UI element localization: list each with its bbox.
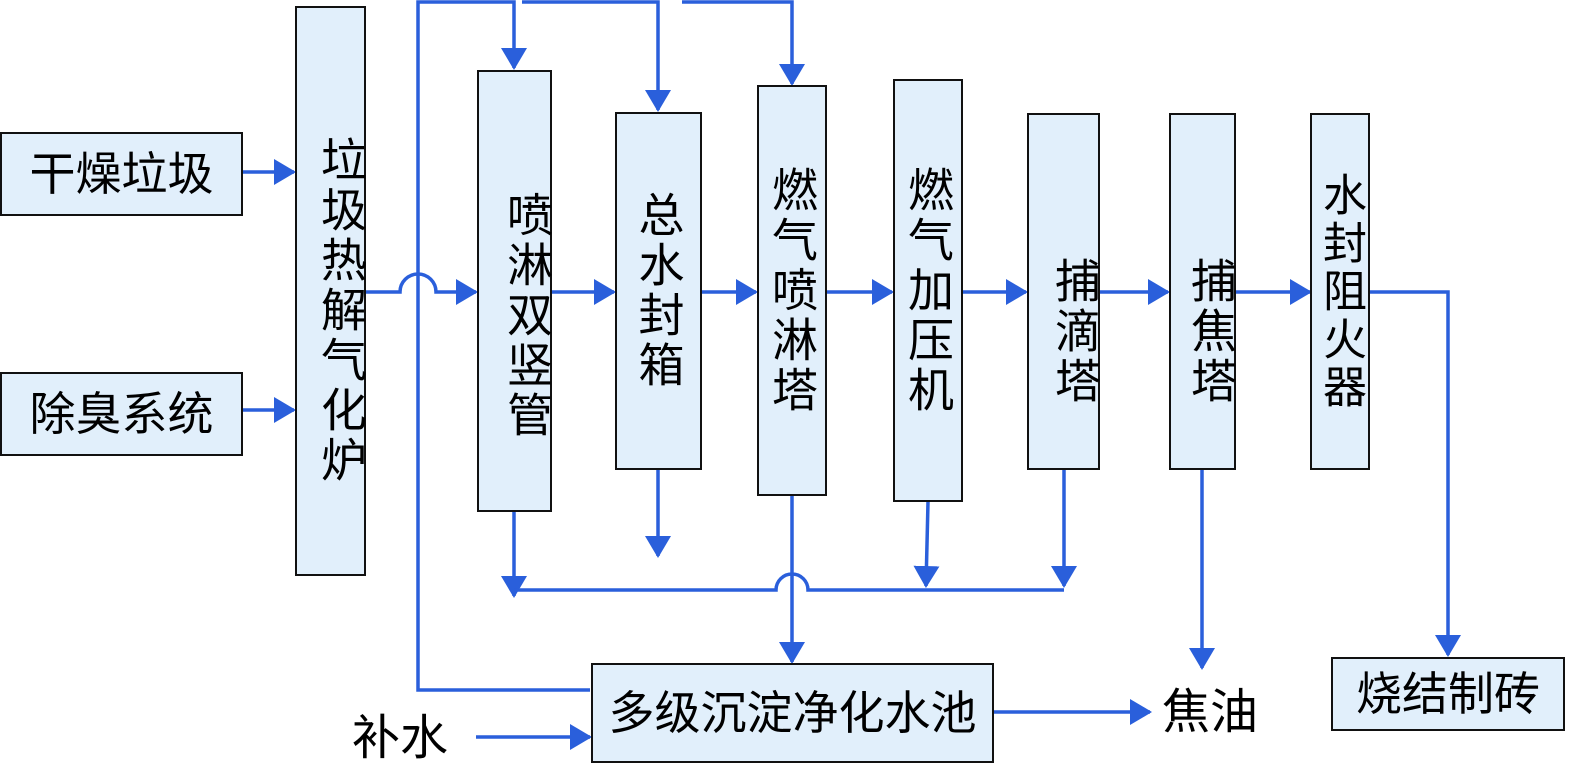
label-tar-oil: 焦油 [1162,684,1259,740]
node-water-seal-box: 总水封箱 [615,112,702,470]
node-dry-waste: 干燥垃圾 [0,132,243,216]
arrow-pyrolysis-to-spray [366,272,478,305]
node-gas-spray-tower: 燃气喷淋塔 [757,85,827,496]
node-sintered-brick: 烧结制砖 [1331,657,1565,731]
recycle-line [416,0,590,692]
node-droplet-tower: 捕滴塔 [1027,113,1102,470]
label-makeup-water: 补水 [352,710,449,766]
node-pyrolysis-furnace: 垃圾热解气化炉 [295,6,368,576]
node-gas-compressor: 燃气加压机 [893,79,963,502]
arrow-arrester-to-brick [1370,290,1461,657]
drain-compressor [913,501,940,588]
node-tar-tower: 捕焦塔 [1169,113,1238,470]
recycle-to-sealbox [522,0,671,112]
node-flame-arrester: 水封阻火器 [1310,113,1370,470]
node-deodorize: 除臭系统 [0,372,243,456]
recycle-to-gasspray [682,0,805,86]
node-settling-pool: 多级沉淀净化水池 [591,663,994,763]
drain-collector [514,572,1064,592]
node-spray-pipe: 喷淋双竖管 [477,70,554,512]
